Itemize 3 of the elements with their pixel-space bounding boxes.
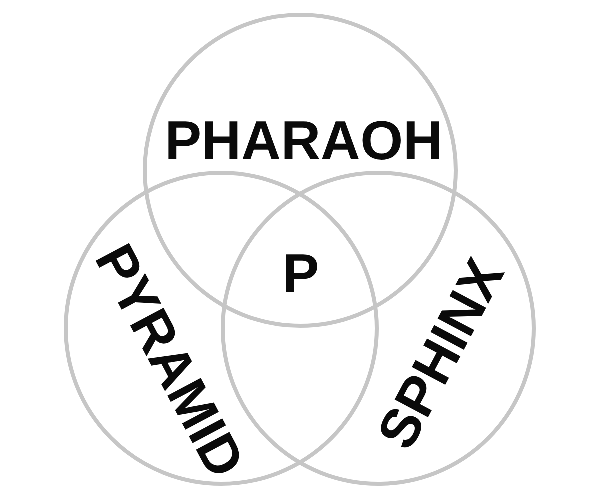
set-label: PHARAOH xyxy=(164,114,444,168)
intersection-label: P xyxy=(282,246,320,302)
venn-circle xyxy=(64,170,379,486)
